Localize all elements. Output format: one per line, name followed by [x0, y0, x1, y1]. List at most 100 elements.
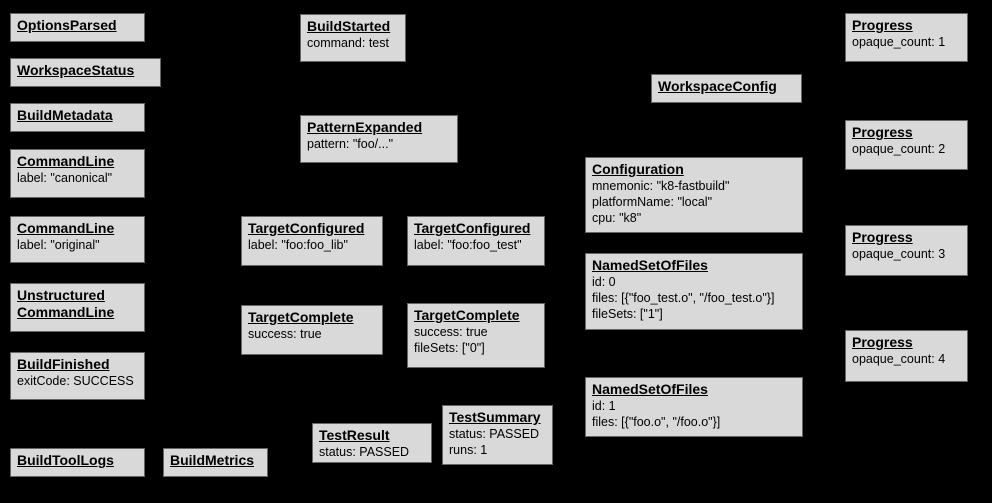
node-title: TargetComplete	[414, 307, 538, 324]
node-title: TestSummary	[449, 409, 546, 426]
node-title: TestResult	[319, 427, 425, 444]
node-detail-line: opaque_count: 1	[852, 35, 946, 49]
node-pattern-expanded: PatternExpanded pattern: "foo/..."	[300, 115, 458, 163]
node-detail-line: opaque_count: 4	[852, 352, 946, 366]
node-title: TargetComplete	[248, 309, 376, 326]
node-detail-line: cpu: "k8"	[592, 211, 642, 225]
node-build-finished: BuildFinished exitCode: SUCCESS	[10, 352, 145, 400]
node-title-line: BuildMetrics	[170, 452, 255, 468]
node-title-line: Progress	[852, 229, 913, 245]
node-named-set-of-files-0: NamedSetOfFiles id: 0 files: [{"foo_test.…	[585, 253, 803, 330]
node-title: BuildToolLogs	[17, 452, 138, 469]
node-detail-line: command: test	[307, 36, 389, 50]
node-title: TargetConfigured	[248, 220, 376, 237]
node-command-line-canonical: CommandLine label: "canonical"	[10, 149, 145, 198]
node-details: command: test	[307, 35, 399, 51]
node-detail-line: label: "foo:foo_lib"	[248, 238, 348, 252]
node-title-line: BuildStarted	[307, 18, 391, 34]
node-title: BuildStarted	[307, 18, 399, 35]
node-title: TargetConfigured	[414, 220, 538, 237]
node-title-line: NamedSetOfFiles	[592, 257, 708, 273]
node-title: WorkspaceConfig	[658, 78, 795, 95]
node-build-metrics: BuildMetrics	[163, 448, 268, 477]
node-title-line: Progress	[852, 334, 913, 350]
node-detail-line: runs: 1	[449, 443, 488, 457]
node-title-line: TargetConfigured	[248, 220, 365, 236]
node-target-complete-lib: TargetComplete success: true	[241, 305, 383, 355]
node-title-line: BuildMetadata	[17, 107, 113, 123]
node-detail-line: mnemonic: "k8-fastbuild"	[592, 179, 730, 193]
node-details: label: "foo:foo_test"	[414, 237, 538, 253]
node-title: NamedSetOfFiles	[592, 381, 796, 398]
node-progress-4: Progress opaque_count: 4	[845, 330, 968, 382]
node-title: Progress	[852, 229, 961, 246]
node-title: Configuration	[592, 161, 796, 178]
node-title: NamedSetOfFiles	[592, 257, 796, 274]
node-details: opaque_count: 2	[852, 141, 961, 157]
node-details: exitCode: SUCCESS	[17, 373, 138, 389]
node-title-line: Configuration	[592, 161, 684, 177]
node-title-line: Progress	[852, 17, 913, 33]
node-title-line: TestSummary	[449, 409, 541, 425]
node-target-configured-foo-lib: TargetConfigured label: "foo:foo_lib"	[241, 216, 383, 266]
node-title-line: OptionsParsed	[17, 17, 117, 33]
node-detail-line: label: "canonical"	[17, 171, 113, 185]
node-detail-line: fileSets: ["1"]	[592, 307, 663, 321]
node-detail-line: fileSets: ["0"]	[414, 341, 485, 355]
node-build-tool-logs: BuildToolLogs	[10, 448, 145, 477]
node-title-line: WorkspaceStatus	[17, 62, 135, 78]
node-target-complete-test: TargetComplete success: true fileSets: ["…	[407, 303, 545, 368]
node-options-parsed: OptionsParsed	[10, 13, 145, 42]
node-title: BuildMetadata	[17, 107, 138, 124]
node-title-line: CommandLine	[17, 304, 115, 320]
node-build-started: BuildStarted command: test	[300, 14, 406, 62]
node-title: OptionsParsed	[17, 17, 138, 34]
node-detail-line: files: [{"foo_test.o", "/foo_test.o"}]	[592, 291, 775, 305]
node-details: id: 0 files: [{"foo_test.o", "/foo_test.o…	[592, 274, 796, 322]
node-detail-line: opaque_count: 3	[852, 247, 946, 261]
node-configuration: Configuration mnemonic: "k8-fastbuild" pl…	[585, 157, 803, 233]
node-target-configured-foo-test: TargetConfigured label: "foo:foo_test"	[407, 216, 545, 266]
node-command-line-original: CommandLine label: "original"	[10, 216, 145, 263]
node-title-line: TargetConfigured	[414, 220, 531, 236]
node-details: label: "foo:foo_lib"	[248, 237, 376, 253]
node-workspace-config: WorkspaceConfig	[651, 74, 802, 103]
node-detail-line: pattern: "foo/..."	[307, 137, 394, 151]
node-details: success: true fileSets: ["0"]	[414, 324, 538, 356]
node-title-line: Unstructured	[17, 287, 105, 303]
node-title-line: CommandLine	[17, 153, 115, 169]
node-title-line: Progress	[852, 124, 913, 140]
node-title: CommandLine	[17, 153, 138, 170]
node-title: Progress	[852, 17, 961, 34]
node-progress-3: Progress opaque_count: 3	[845, 225, 968, 276]
node-title: BuildFinished	[17, 356, 138, 373]
node-details: label: "canonical"	[17, 170, 138, 186]
node-details: mnemonic: "k8-fastbuild" platformName: "l…	[592, 178, 796, 226]
node-test-result: TestResult status: PASSED	[312, 423, 432, 463]
node-detail-line: platformName: "local"	[592, 195, 713, 209]
node-details: status: PASSED	[319, 444, 425, 460]
node-detail-line: label: "foo:foo_test"	[414, 238, 522, 252]
node-title: Progress	[852, 124, 961, 141]
node-details: success: true	[248, 326, 376, 342]
node-title-line: BuildToolLogs	[17, 452, 114, 468]
node-detail-line: label: "original"	[17, 238, 100, 252]
node-detail-line: success: true	[248, 327, 322, 341]
node-title-line: CommandLine	[17, 220, 115, 236]
node-progress-1: Progress opaque_count: 1	[845, 13, 968, 62]
node-title-line: TargetComplete	[248, 309, 354, 325]
node-title-line: WorkspaceConfig	[658, 78, 777, 94]
node-detail-line: id: 0	[592, 275, 616, 289]
node-detail-line: success: true	[414, 325, 488, 339]
node-title-line: NamedSetOfFiles	[592, 381, 708, 397]
node-details: label: "original"	[17, 237, 138, 253]
node-title: PatternExpanded	[307, 119, 451, 136]
node-title-line: TestResult	[319, 427, 390, 443]
node-detail-line: files: [{"foo.o", "/foo.o"}]	[592, 415, 721, 429]
